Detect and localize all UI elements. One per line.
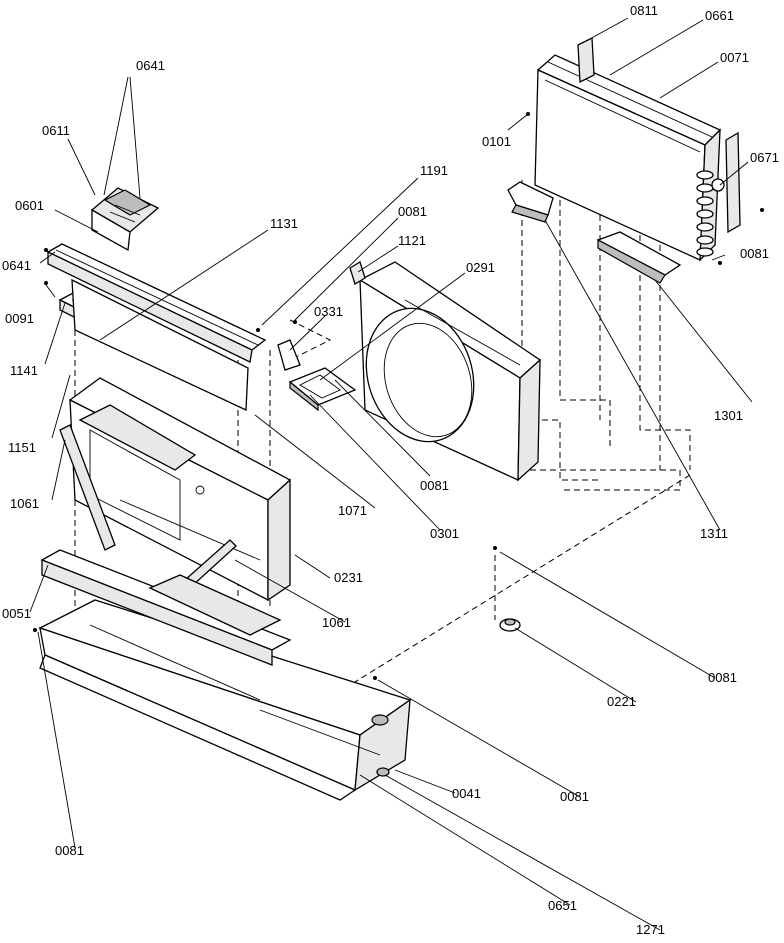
coil-tube-bundle [696, 170, 725, 257]
label-1071: 1071 [338, 503, 367, 518]
drain-tube-left [59, 424, 116, 551]
label-0231: 0231 [334, 570, 363, 585]
label-0071: 0071 [720, 50, 749, 65]
label-0291: 0291 [466, 260, 495, 275]
fan-shroud [358, 261, 542, 482]
clip-bracket [349, 261, 366, 285]
label-1121: 1121 [398, 233, 426, 248]
top-bracket [577, 36, 595, 84]
baffle-long [596, 231, 682, 284]
label-0641-top: 0641 [136, 58, 165, 73]
label-1191: 1191 [420, 163, 448, 178]
grommet [376, 767, 390, 777]
part-labels: 0811 0661 0071 0641 0611 0101 0671 1191 … [2, 3, 779, 937]
label-0331: 0331 [314, 304, 343, 319]
label-0611: 0611 [42, 123, 70, 138]
label-1301: 1301 [714, 408, 743, 423]
label-1131: 1131 [270, 216, 298, 231]
label-0101: 0101 [482, 134, 511, 149]
side-bracket [725, 131, 741, 234]
label-0081-1: 0081 [398, 204, 427, 219]
label-0221: 0221 [607, 694, 636, 709]
label-0081-3: 0081 [420, 478, 449, 493]
label-0091: 0091 [5, 311, 34, 326]
label-0041: 0041 [452, 786, 481, 801]
control-box [90, 187, 160, 252]
baffle-small [507, 181, 554, 223]
base-pan [38, 599, 412, 801]
label-0301: 0301 [430, 526, 459, 541]
label-1061-right: 1061 [322, 615, 351, 630]
label-0081-5: 0081 [560, 789, 589, 804]
label-0601: 0601 [15, 198, 44, 213]
small-plate [277, 339, 301, 371]
label-0081-6: 0081 [55, 843, 84, 858]
label-0051: 0051 [2, 606, 31, 621]
label-1061-left: 1061 [10, 496, 39, 511]
label-1311: 1311 [700, 526, 728, 541]
label-1141: 1141 [10, 363, 38, 378]
label-1271: 1271 [636, 922, 665, 937]
label-0661: 0661 [705, 8, 734, 23]
front-panel [71, 278, 249, 411]
label-0811-top: 0811 [630, 3, 658, 18]
leader-lines [29, 17, 753, 931]
label-0641-left: 0641 [2, 258, 31, 273]
label-0081-2: 0081 [740, 246, 769, 261]
label-0651: 0651 [548, 898, 577, 913]
label-1151: 1151 [8, 440, 36, 455]
motor-mount-plate [288, 367, 357, 412]
label-0081-4: 0081 [708, 670, 737, 685]
condenser-coil [534, 36, 741, 262]
screws [33, 112, 764, 680]
center-support [148, 574, 282, 636]
drain-cap [371, 714, 389, 726]
label-0671: 0671 [750, 150, 779, 165]
